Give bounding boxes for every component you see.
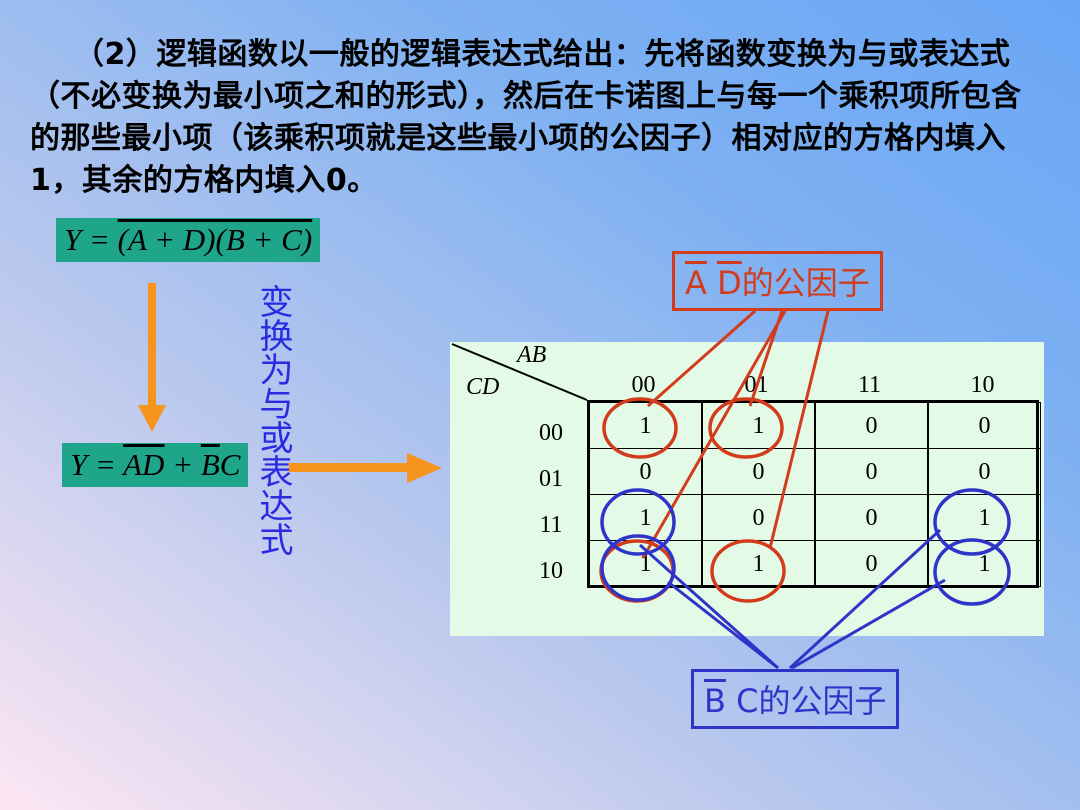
- kmap-cell: 0: [815, 448, 928, 495]
- kmap-cell: 1: [589, 402, 702, 449]
- eq1-lhs: Y =: [64, 222, 118, 257]
- original-expression: Y = (A + D)(B + C): [56, 218, 321, 262]
- kmap-cell: 0: [928, 402, 1041, 449]
- kmap-row-var: AB: [517, 342, 547, 368]
- kmap-col-header: 01: [744, 372, 769, 398]
- eq2-c: C: [219, 447, 241, 482]
- right-arrow: [289, 453, 442, 483]
- eq2-lhs: Y =: [70, 447, 124, 482]
- kmap-col-var: CD: [466, 374, 500, 400]
- bc-factor-label: B C的公因子: [691, 669, 900, 729]
- eq2-plus: +: [164, 447, 201, 482]
- kmap-cell: 0: [815, 540, 928, 587]
- label-bc-suffix: 的公因子: [758, 682, 887, 720]
- kmap-cell: 0: [928, 448, 1041, 495]
- label-ad-a: A: [685, 264, 707, 302]
- kmap-cell: 0: [702, 448, 815, 495]
- label-bc-b: B: [704, 682, 726, 720]
- kmap-cell: 1: [702, 540, 815, 587]
- eq1-rhs: (A + D)(B + C): [117, 222, 313, 257]
- kmap-cell: 1: [589, 540, 702, 587]
- label-ad-suffix: 的公因子: [741, 264, 870, 302]
- kmap-col-header: 00: [631, 372, 656, 398]
- kmap-cell: 0: [815, 494, 928, 541]
- kmap-cell: 1: [702, 402, 815, 449]
- kmap-cell: 1: [928, 494, 1041, 541]
- conversion-label: 变换为与或表达式: [253, 284, 293, 556]
- kmap-row-header: 10: [539, 558, 563, 584]
- eq2-b: B: [200, 447, 220, 482]
- eq2-d: D: [142, 447, 165, 482]
- kmap-col-header: 10: [970, 372, 995, 398]
- label-bc-c: C: [736, 682, 759, 720]
- eq2-a: A: [123, 447, 143, 482]
- kmap-row-header: 11: [539, 512, 563, 538]
- kmap-grid: 1 1 0 0 0 0 0 0 1 0 0 1 1 1 0 1: [587, 400, 1041, 588]
- kmap-cell: 0: [702, 494, 815, 541]
- sop-expression: Y = AD + BC: [62, 443, 249, 487]
- intro-paragraph: （2）逻辑函数以一般的逻辑表达式给出：先将函数变换为与或表达式（不必变换为最小项…: [30, 34, 1050, 202]
- kmap-col-header: 11: [857, 372, 882, 398]
- kmap-row-header: 01: [539, 466, 563, 492]
- kmap-cell: 1: [928, 540, 1041, 587]
- kmap-cell: 1: [589, 494, 702, 541]
- ad-factor-label: A D的公因子: [672, 251, 883, 311]
- intro-text: （2）逻辑函数以一般的逻辑表达式给出：先将函数变换为与或表达式（不必变换为最小项…: [30, 37, 1022, 198]
- label-ad-d: D: [717, 264, 742, 302]
- down-arrow: [138, 283, 166, 432]
- kmap-cell: 0: [815, 402, 928, 449]
- kmap-cell: 0: [589, 448, 702, 495]
- kmap-row-header: 00: [539, 420, 563, 446]
